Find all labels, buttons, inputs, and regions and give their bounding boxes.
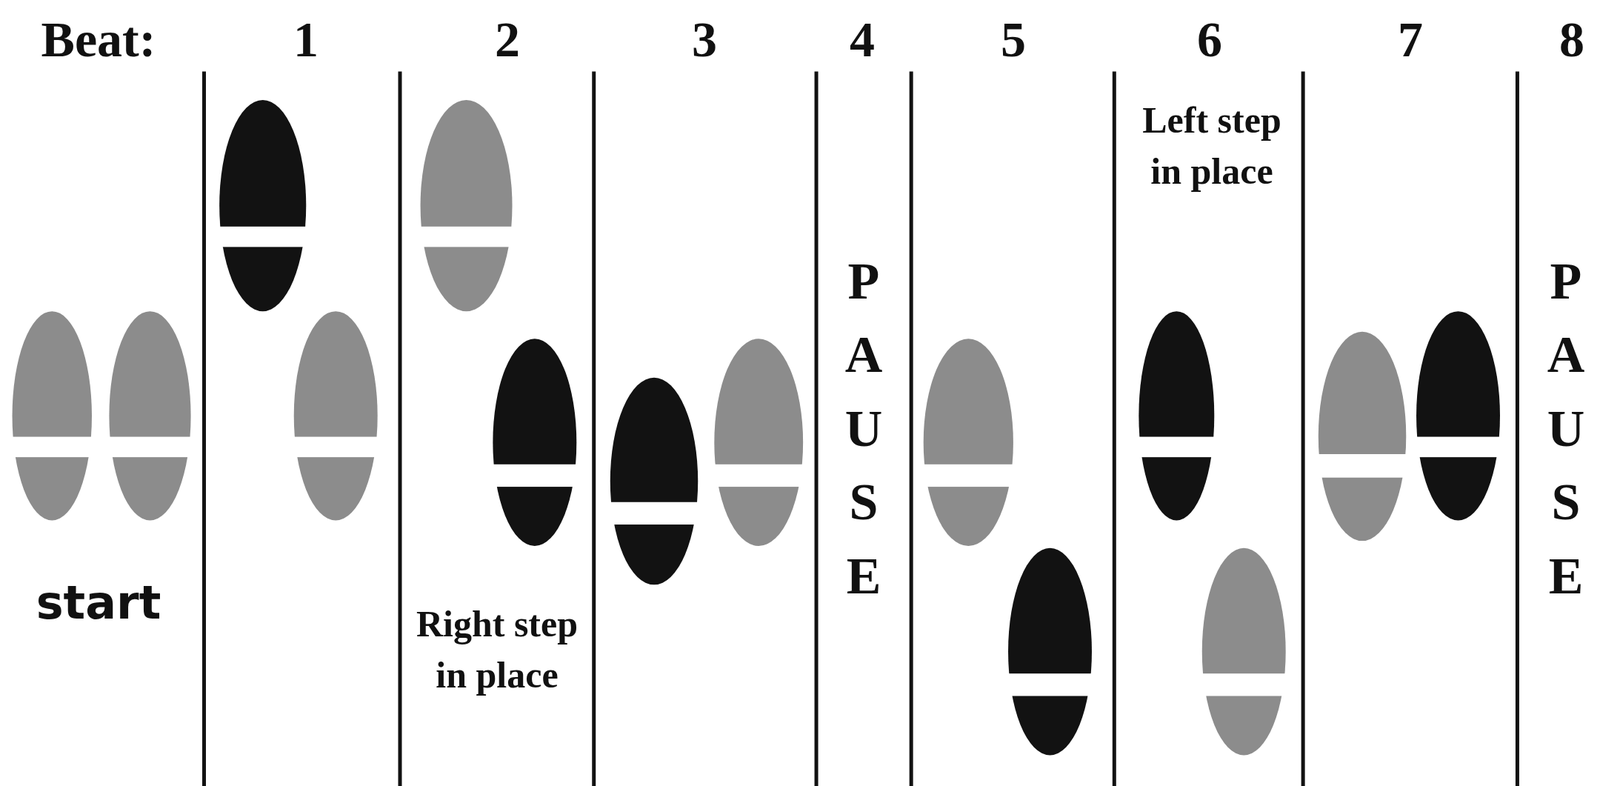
shoe-sole xyxy=(294,311,378,520)
start-label: start xyxy=(36,577,162,629)
heel-gap xyxy=(1413,437,1503,458)
shoe-sole xyxy=(12,311,92,520)
footprint xyxy=(216,100,309,312)
heel-gap xyxy=(607,502,701,525)
footprint xyxy=(105,311,194,520)
heel-gap xyxy=(9,437,95,458)
pause-label: PAUSE xyxy=(837,244,890,613)
beat-divider xyxy=(202,71,206,786)
footprint xyxy=(607,377,701,586)
shoe-sole xyxy=(219,100,306,312)
beat-divider xyxy=(909,71,914,786)
beat-divider xyxy=(1112,71,1117,786)
footprint xyxy=(920,338,1017,546)
heel-gap xyxy=(1135,437,1218,458)
shoe-sole xyxy=(1318,331,1406,541)
shoe-sole xyxy=(1008,548,1092,756)
beat-number: 2 xyxy=(494,11,520,68)
heel-gap xyxy=(1199,673,1289,696)
shoe-sole xyxy=(420,100,513,312)
beat-number: 3 xyxy=(691,11,718,68)
footprint xyxy=(1315,331,1409,541)
beat-number: 1 xyxy=(293,11,319,68)
footprint xyxy=(417,100,516,312)
heel-gap xyxy=(711,464,806,487)
footprint xyxy=(9,311,95,520)
shoe-sole xyxy=(714,338,803,546)
heel-gap xyxy=(216,226,309,248)
heel-gap xyxy=(920,464,1017,487)
shoe-sole xyxy=(923,338,1014,546)
heel-gap xyxy=(417,226,516,248)
shoe-sole xyxy=(1202,548,1286,756)
beat-divider xyxy=(814,71,819,786)
beat-number: 4 xyxy=(849,11,875,68)
footprint xyxy=(1005,548,1095,756)
heel-gap xyxy=(489,464,580,487)
beat-number: 8 xyxy=(1559,11,1585,68)
footprint xyxy=(1199,548,1289,756)
footprint xyxy=(711,338,806,546)
shoe-sole xyxy=(1416,311,1500,520)
beat-number: 6 xyxy=(1197,11,1223,68)
beat-number: 7 xyxy=(1397,11,1423,68)
heel-gap xyxy=(1315,454,1409,478)
footprint xyxy=(489,338,580,546)
shoe-sole xyxy=(1138,311,1215,520)
shoe-sole xyxy=(492,338,577,546)
beat-divider xyxy=(591,71,596,786)
pause-label: PAUSE xyxy=(1540,244,1592,613)
footprint xyxy=(291,311,381,520)
footprint xyxy=(1413,311,1503,520)
beat-divider xyxy=(1301,71,1306,786)
step-note: Left step in place xyxy=(1122,94,1301,198)
heel-gap xyxy=(1005,673,1095,696)
shoe-sole xyxy=(108,311,191,520)
beat-heading: Beat: xyxy=(41,11,157,68)
beat-divider xyxy=(1515,71,1520,786)
beat-number: 5 xyxy=(1000,11,1026,68)
step-note: Right step in place xyxy=(408,598,586,701)
footprint xyxy=(1135,311,1218,520)
shoe-sole xyxy=(610,377,698,586)
beat-divider xyxy=(398,71,403,786)
heel-gap xyxy=(291,437,381,458)
heel-gap xyxy=(105,437,194,458)
